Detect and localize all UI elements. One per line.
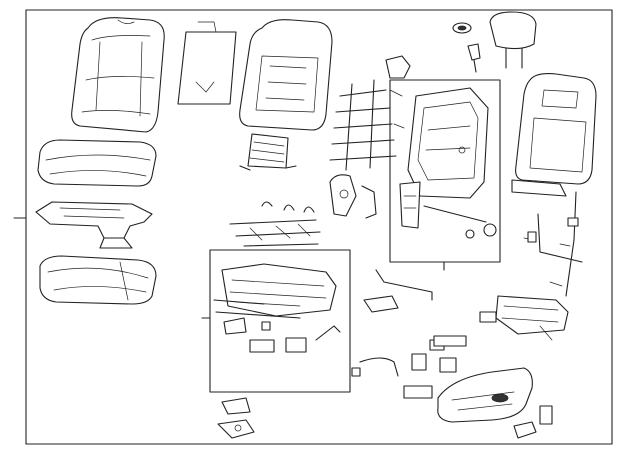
lumbar-support-module xyxy=(239,133,297,171)
callout-box-back-frame xyxy=(389,79,501,271)
cushion-wire-springs xyxy=(229,201,321,247)
fastener-parts xyxy=(385,22,481,79)
side-trim-bracket xyxy=(329,174,377,219)
cover-trim-parts xyxy=(217,397,255,439)
diagram-frame xyxy=(13,9,613,445)
seat-back-cover xyxy=(71,17,165,133)
switch-parts xyxy=(351,335,467,399)
cushion-bracket xyxy=(363,269,433,313)
wiring-harness xyxy=(511,179,583,297)
seat-cushion-cover xyxy=(37,139,157,187)
seat-back-pad xyxy=(239,19,333,131)
callout-box-adjuster xyxy=(201,249,351,393)
headrest xyxy=(489,11,537,69)
seat-pan-plate xyxy=(35,201,153,249)
seat-adjuster-track xyxy=(479,295,569,341)
seat-side-shield xyxy=(437,367,553,439)
back-spring-mat xyxy=(329,79,405,171)
seat-back-rear-cover xyxy=(515,73,597,185)
seat-cushion-pad xyxy=(39,255,157,305)
seat-back-panel xyxy=(177,21,237,105)
